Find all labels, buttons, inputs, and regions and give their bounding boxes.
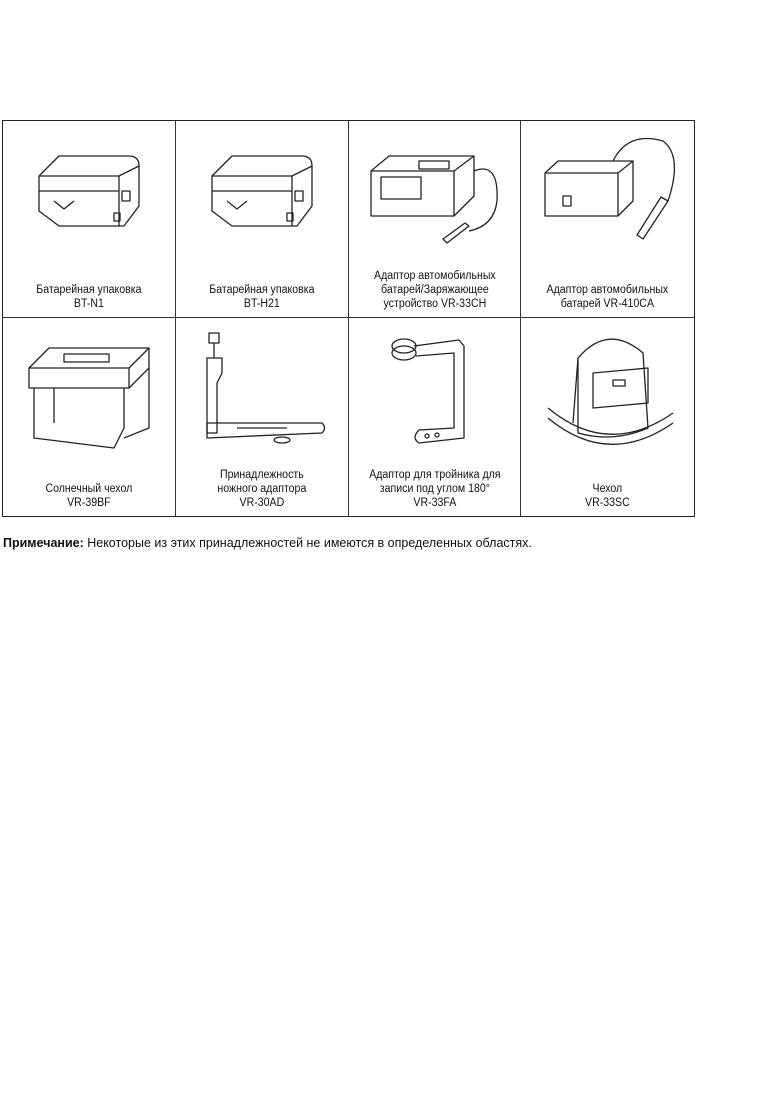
accessory-model: VR-33FA [412, 497, 456, 509]
accessory-model: устройство VR-33CH [383, 298, 486, 310]
accessory-name: Адаптор автомобильных [373, 270, 496, 282]
accessory-name: Принадлежность [219, 469, 304, 481]
accessory-name: Батарейная упаковка [36, 284, 142, 296]
availability-note: Примечание: Некоторые из этих принадлежн… [3, 536, 532, 550]
carry-case-icon [521, 324, 694, 456]
accessory-cell-vr-33ch: Адаптор автомобильных батарей/Заряжающее у… [348, 121, 522, 318]
tripod-bracket-icon [349, 324, 521, 456]
accessory-name: Адаптор для тройника для [368, 469, 501, 481]
accessory-model: VR-33SC [585, 497, 630, 509]
accessory-cell-vr-33fa: Адаптор для тройника для записи под углом… [349, 318, 522, 516]
battery-pack-icon [176, 127, 348, 259]
accessory-model: VR-30AD [239, 497, 284, 509]
accessory-name: Батарейная упаковка [209, 284, 315, 296]
accessory-cell-vr-410ca: Адаптор автомобильных батарей VR-410CA [521, 121, 694, 318]
accessory-name: Адаптор автомобильных [546, 284, 669, 296]
accessory-name: ножного адаптора [217, 483, 307, 495]
grip-bracket-icon [176, 324, 348, 456]
accessory-model: BT-H21 [243, 298, 280, 310]
accessory-model: BT-N1 [73, 298, 104, 310]
accessory-model: VR-39BF [67, 497, 111, 509]
car-adapter-icon [521, 127, 694, 259]
car-charger-icon [349, 127, 521, 259]
note-text: Некоторые из этих принадлежностей не име… [83, 536, 532, 550]
accessory-name: Чехол [592, 483, 623, 495]
note-label: Примечание: [3, 536, 84, 550]
accessory-model: батарей VR-410CA [560, 298, 655, 310]
sun-hood-icon [3, 324, 175, 456]
battery-pack-icon [3, 127, 175, 259]
accessory-name: батарей/Заряжающее [380, 284, 489, 296]
accessory-name: Солнечный чехол [45, 483, 133, 495]
accessory-name: записи под углом 180° [379, 483, 490, 495]
